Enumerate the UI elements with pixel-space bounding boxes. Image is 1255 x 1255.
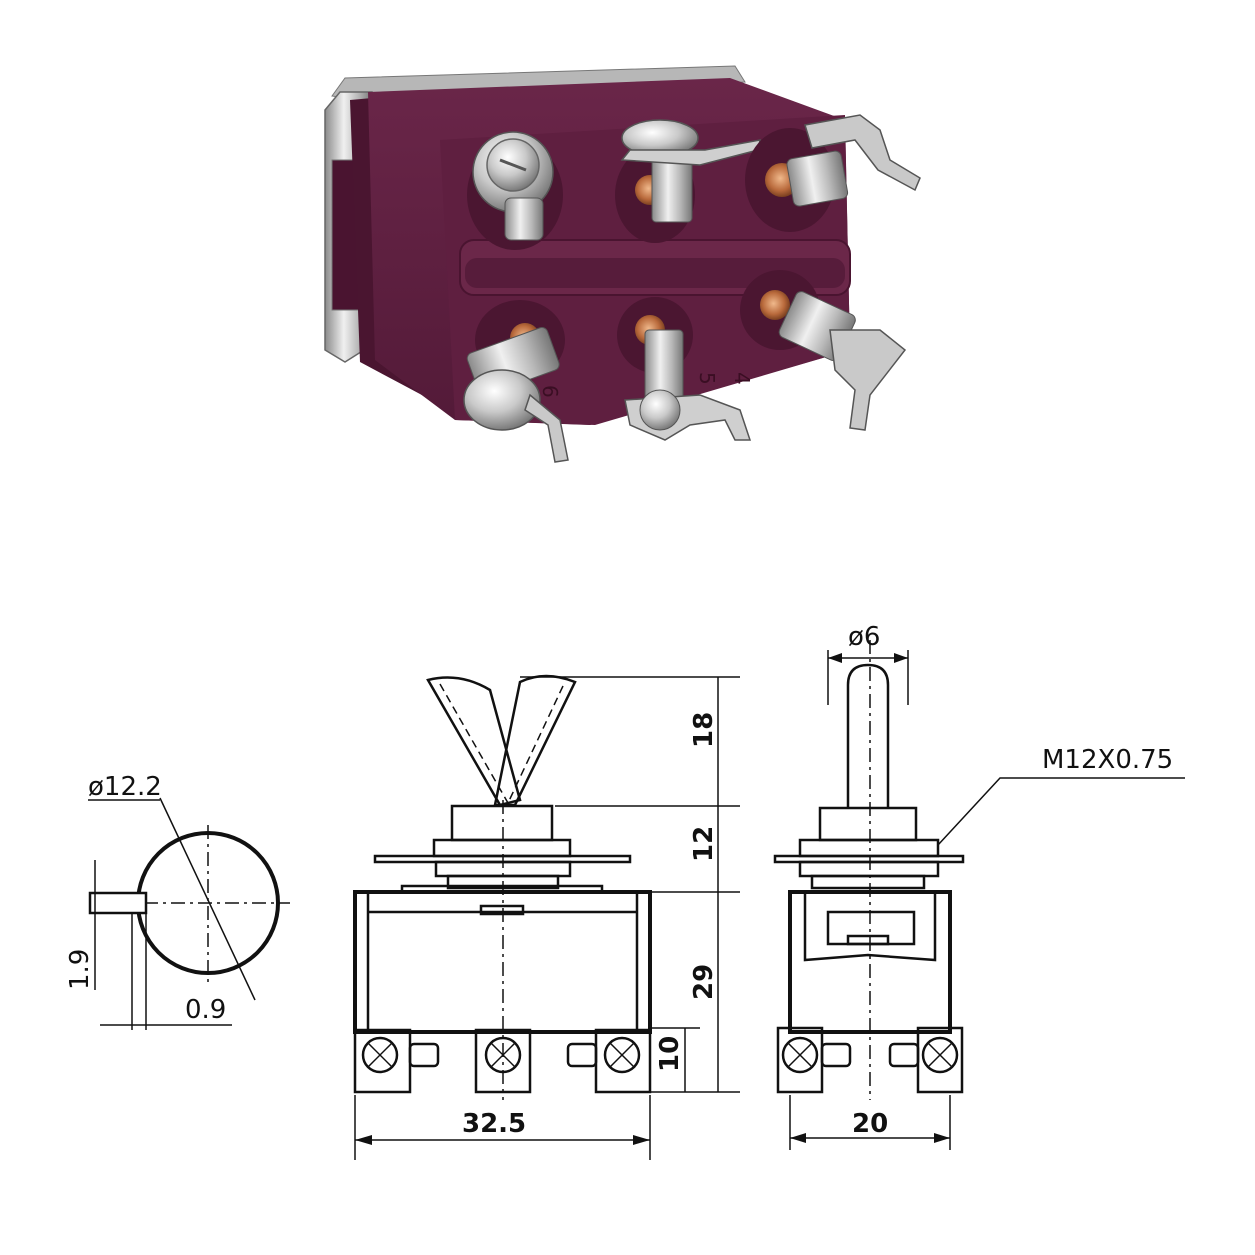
terminal-1: [467, 131, 563, 250]
dimension-drawing: ø12.2 1.9 0.9: [65, 622, 1185, 1160]
front-terminals: [353, 1028, 652, 1094]
bushing-profile-view: ø12.2 1.9 0.9: [65, 772, 290, 1030]
bushing-height-label: 12: [689, 826, 719, 862]
key-depth-label: 0.9: [185, 995, 226, 1025]
lever-height-label: 18: [689, 712, 719, 748]
diameter-label: ø12.2: [88, 772, 162, 802]
terminal-6: [740, 270, 907, 431]
key-height-label: 1.9: [65, 949, 95, 990]
thread-label: M12X0.75: [1042, 745, 1173, 775]
side-width-label: 20: [852, 1109, 888, 1139]
terminal-height-label: 10: [655, 1036, 685, 1072]
lever-diameter-label: ø6: [848, 622, 880, 652]
terminal-5: [617, 297, 752, 441]
front-view: 18 12 29 10 32.5: [353, 674, 740, 1160]
side-terminals: [776, 1026, 964, 1094]
terminal-number-4: 4: [730, 372, 754, 385]
terminal-number-6: 6: [538, 385, 562, 398]
terminal-2: [615, 119, 761, 243]
terminal-number-5: 5: [695, 372, 719, 385]
product-photo: 4 5 6: [324, 65, 921, 463]
front-width-label: 32.5: [462, 1109, 526, 1139]
terminal-4: [463, 300, 569, 463]
side-view: ø6 M12X0.75: [773, 622, 1185, 1150]
terminal-3: [745, 114, 921, 232]
body-height-label: 29: [689, 964, 719, 1000]
